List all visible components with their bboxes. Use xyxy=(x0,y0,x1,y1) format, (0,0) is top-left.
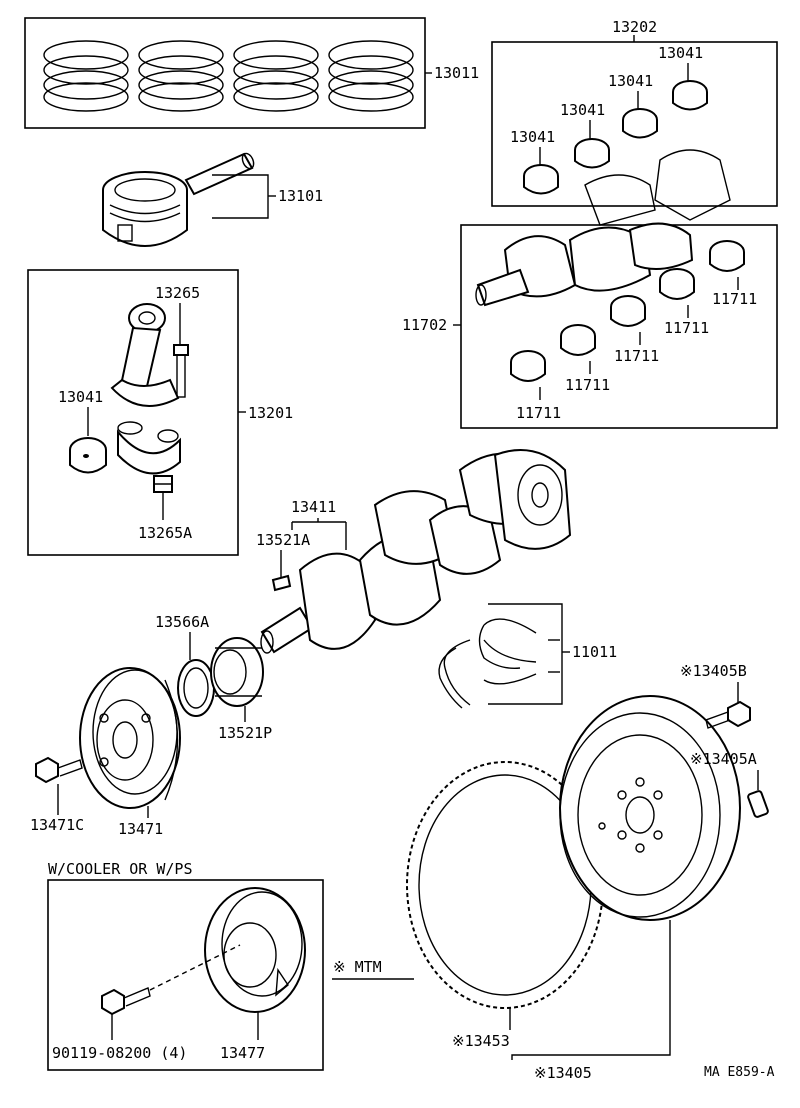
pulley-group: 13471 13471C xyxy=(30,667,181,838)
label-13265a: 13265A xyxy=(138,524,192,542)
label-11711-4: 11711 xyxy=(565,376,610,394)
timing-gear xyxy=(210,637,264,707)
crank-pulley xyxy=(79,667,181,809)
label-13011: 13011 xyxy=(434,64,479,82)
flywheel-group: ※13405 ※13405B ※13405A xyxy=(511,662,769,1082)
main-bearing-shell-c xyxy=(574,138,610,169)
label-11711-3: 11711 xyxy=(614,347,659,365)
label-13411: 13411 xyxy=(291,498,336,516)
pulley-bolt xyxy=(35,756,83,784)
label-90119: 90119-08200 (4) xyxy=(52,1044,187,1062)
label-13201: 13201 xyxy=(248,404,293,422)
label-13405b: ※13405B xyxy=(680,662,747,680)
main-bearing-group: 13202 13041 13041 13041 13041 xyxy=(491,18,778,226)
main-bearing-shell-a xyxy=(672,80,708,111)
thrust-washer-1 xyxy=(483,618,537,634)
label-13265: 13265 xyxy=(155,284,200,302)
figure-code: MA E859-A xyxy=(704,1065,775,1080)
piston-ring-set-3 xyxy=(233,40,319,112)
label-13471c: 13471C xyxy=(30,816,84,834)
thrust-washer-2 xyxy=(483,673,537,685)
label-13101: 13101 xyxy=(278,187,323,205)
conrod-group: 13201 13265 13041 132 xyxy=(27,269,293,556)
crank-bearing-shell-1 xyxy=(709,240,745,272)
rod-nut xyxy=(153,475,173,493)
thrust-washer-3 xyxy=(443,639,471,706)
cooler-bolt xyxy=(101,987,151,1016)
label-11711-5: 11711 xyxy=(516,404,561,422)
piston-ring-set-4 xyxy=(328,40,414,112)
flywheel xyxy=(559,695,741,921)
label-13521a: 13521A xyxy=(256,531,310,549)
oil-slinger xyxy=(177,659,215,717)
crankshaft-group: 13411 13521A xyxy=(256,449,572,654)
label-11711-1: 11711 xyxy=(712,290,757,308)
crankshaft-ghost-upper xyxy=(584,149,731,226)
cooler-group: W/COOLER OR W/PS 90119-08200 (4) 13477 xyxy=(47,860,324,1071)
label-13566a: 13566A xyxy=(155,613,209,631)
piston xyxy=(102,171,188,247)
piston-group: 13101 xyxy=(102,152,323,247)
timing-gear-group: 13566A 13521P xyxy=(155,613,272,742)
flywheel-bolt xyxy=(705,700,751,729)
rod-bearing xyxy=(69,437,107,474)
crankshaft-upper-detail xyxy=(475,222,694,307)
piston-pin xyxy=(184,152,255,196)
crank-bearing-shell-4 xyxy=(560,324,596,356)
label-11011: 11011 xyxy=(572,643,617,661)
crank-bearing-shell-3 xyxy=(610,295,646,327)
mtm-note: ※ MTM xyxy=(333,958,382,976)
cooler-box xyxy=(47,879,324,1071)
label-13041-c: 13041 xyxy=(560,101,605,119)
label-13453: ※13453 xyxy=(452,1032,510,1050)
crankshaft xyxy=(260,449,572,654)
crank-bearing-shell-5 xyxy=(510,350,546,382)
mtm-note-group: ※ MTM xyxy=(332,958,414,980)
main-bearing-shell-d xyxy=(523,164,559,195)
piston-ring-set-1 xyxy=(43,40,129,112)
piston-rings-group: 13011 xyxy=(24,17,479,129)
label-13202: 13202 xyxy=(612,18,657,36)
rod-bolt xyxy=(173,344,189,398)
label-13405: ※13405 xyxy=(534,1064,592,1082)
flywheel-pin xyxy=(747,790,769,818)
label-11711-2: 11711 xyxy=(664,319,709,337)
crank-bearing-box xyxy=(460,224,778,429)
main-bearing-shell-b xyxy=(622,108,658,139)
label-13041-b: 13041 xyxy=(608,72,653,90)
connecting-rod xyxy=(110,303,180,407)
rod-cap xyxy=(117,421,181,475)
crank-bearing-shell-2 xyxy=(659,268,695,300)
thrust-washer-group: 11011 xyxy=(438,603,617,709)
piston-ring-set-2 xyxy=(138,40,224,112)
crank-key xyxy=(271,574,292,592)
cooler-pulley xyxy=(204,887,306,1013)
label-13041-d: 13041 xyxy=(510,128,555,146)
label-13041-rod: 13041 xyxy=(58,388,103,406)
label-13041-a: 13041 xyxy=(658,44,703,62)
label-13477: 13477 xyxy=(220,1044,265,1062)
label-13405a: ※13405A xyxy=(690,750,757,768)
label-13471: 13471 xyxy=(118,820,163,838)
label-13521p: 13521P xyxy=(218,724,272,742)
cooler-caption: W/COOLER OR W/PS xyxy=(48,860,193,878)
label-11702: 11702 xyxy=(402,316,447,334)
crank-bearing-group: 11702 11711 11711 11711 xyxy=(402,222,778,429)
